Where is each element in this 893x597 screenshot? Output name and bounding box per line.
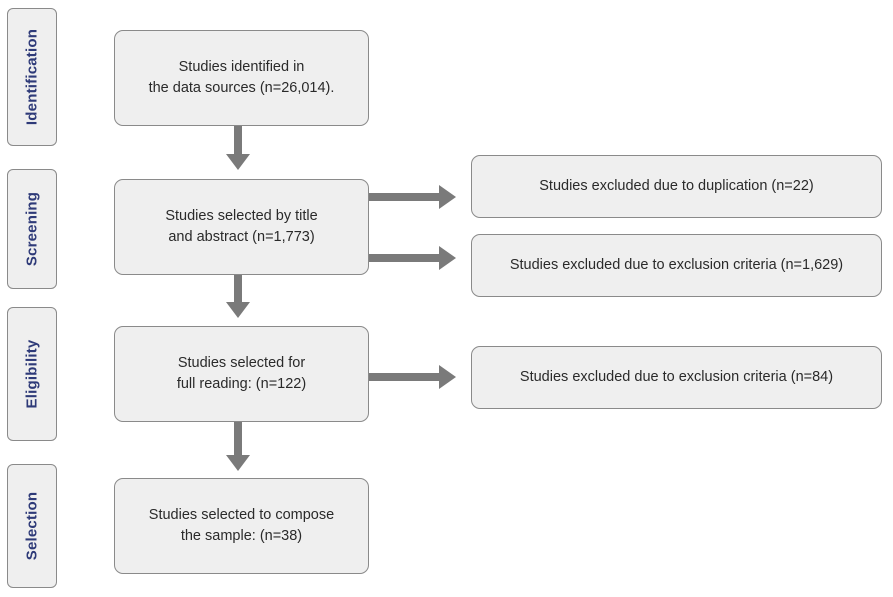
phase-screening: Screening <box>7 169 57 289</box>
box-selected-sample-line2: the sample: (n=38) <box>180 528 303 544</box>
phase-eligibility: Eligibility <box>7 307 57 441</box>
box-selected-full-reading-line2: full reading: (n=122) <box>176 376 307 392</box>
arrow-down-2 <box>226 275 250 318</box>
box-selected-title-abstract-line2: and abstract (n=1,773) <box>168 229 315 245</box>
arrow-right-duplication <box>369 185 456 209</box>
box-selected-sample-line1: Studies selected to compose <box>148 506 335 523</box>
box-selected-sample: Studies selected to compose the sample: … <box>114 478 369 574</box>
arrow-right-criteria-screening <box>369 246 456 270</box>
box-selected-full-reading: Studies selected for full reading: (n=12… <box>114 326 369 422</box>
box-studies-identified-line1: Studies identified in <box>178 58 305 75</box>
box-selected-title-abstract: Studies selected by title and abstract (… <box>114 179 369 275</box>
box-studies-identified: Studies identified in the data sources (… <box>114 30 369 126</box>
arrow-down-3 <box>226 422 250 471</box>
box-selected-full-reading-line1: Studies selected for <box>177 354 306 371</box>
box-excluded-duplication: Studies excluded due to duplication (n=2… <box>471 155 882 218</box>
phase-selection: Selection <box>7 464 57 588</box>
box-excluded-criteria-screening-label: Studies excluded due to exclusion criter… <box>509 256 844 273</box>
arrow-right-criteria-eligibility <box>369 365 456 389</box>
box-excluded-duplication-label: Studies excluded due to duplication (n=2… <box>539 177 814 194</box>
box-studies-identified-line2: the data sources (n=26,014). <box>148 80 335 96</box>
box-selected-title-abstract-line1: Studies selected by title <box>165 207 318 224</box>
arrow-down-1 <box>226 126 250 170</box>
phase-identification: Identification <box>7 8 57 146</box>
box-excluded-criteria-eligibility-label: Studies excluded due to exclusion criter… <box>519 368 834 385</box>
box-excluded-criteria-eligibility: Studies excluded due to exclusion criter… <box>471 346 882 409</box>
box-excluded-criteria-screening: Studies excluded due to exclusion criter… <box>471 234 882 297</box>
